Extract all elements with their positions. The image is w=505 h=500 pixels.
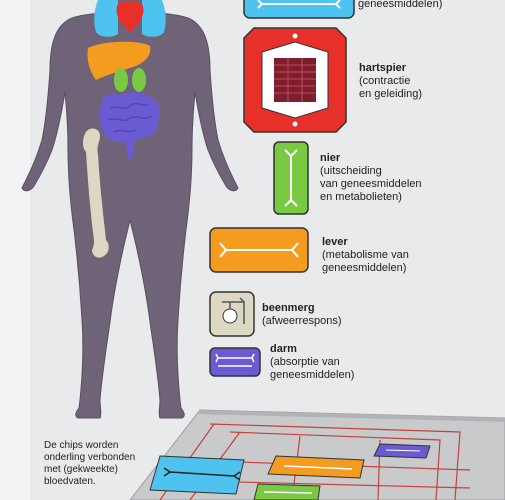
rectum-organ	[126, 140, 134, 159]
heart-chip	[243, 27, 347, 133]
connection-note-line-1: De chips worden	[44, 440, 119, 451]
platform-gut-chip	[373, 443, 431, 459]
platform-gut-chip-channel	[385, 449, 421, 452]
gut-chip-label: darm (absorptie van geneesmiddelen)	[270, 343, 354, 382]
liver-chip-desc-1: (metabolisme van	[322, 249, 409, 261]
kidney-chip-channel	[284, 149, 298, 207]
bone-marrow-chip-name: beenmerg	[262, 302, 315, 314]
connection-note-line-4: bloedvaten.	[44, 476, 96, 487]
platform-liver-chip-channel	[283, 465, 353, 470]
platform-lung-chip-channel	[163, 467, 241, 481]
platform-kidney-chip-channel	[263, 491, 313, 494]
gut-chip-body	[209, 347, 261, 377]
body-silhouette	[21, 11, 239, 419]
kidney-chip	[273, 141, 309, 215]
kidney-right-organ	[132, 68, 146, 92]
lung-chip	[243, 0, 355, 19]
background-left-strip	[0, 0, 30, 500]
bone-marrow-chip	[209, 291, 255, 337]
lung-chip-label: geneesmiddelen)	[358, 0, 442, 11]
kidney-left-organ	[114, 68, 128, 92]
kidney-chip-name: nier	[320, 152, 341, 164]
heart-chip-port-top	[292, 33, 298, 39]
heart-chip-tissue-lines	[274, 58, 316, 102]
bone-marrow-chip-well	[222, 308, 238, 324]
liver-chip	[209, 227, 309, 273]
heart-chip-port-bottom	[292, 121, 298, 127]
lung-chip-desc: geneesmiddelen)	[358, 0, 443, 10]
liver-chip-channel	[219, 242, 299, 258]
platform-lung-chip	[149, 455, 245, 495]
kidney-chip-desc-2: van geneesmiddelen	[320, 178, 422, 190]
heart-chip-desc-1: (contractie	[359, 75, 411, 87]
kidney-chip-desc-1: (uitscheiding	[320, 165, 382, 177]
gut-chip-desc-2: geneesmiddelen)	[270, 369, 355, 381]
connection-note-line-2: onderling verbonden	[44, 452, 136, 463]
platform-edge	[198, 410, 505, 422]
heart-chip-desc-2: en geleiding)	[359, 88, 422, 100]
bone-marrow-chip-desc-1: (afweerrespons)	[262, 315, 342, 327]
chip-platform	[129, 409, 505, 500]
gut-chip-channel	[215, 353, 255, 367]
kidney-chip-desc-3: en metabolieten)	[320, 191, 402, 203]
connection-note-line-3: met (gekweekte)	[44, 464, 118, 475]
kidney-chip-label: nier (uitscheiding van geneesmiddelen en…	[320, 152, 422, 204]
liver-organ	[87, 41, 151, 80]
gut-chip	[209, 347, 261, 377]
connection-note: De chips worden onderling verbonden met …	[44, 440, 154, 488]
human-body-figure	[21, 0, 239, 419]
gut-chip-desc-1: (absorptie van	[270, 356, 340, 368]
liver-chip-label: lever (metabolisme van geneesmiddelen)	[322, 236, 409, 275]
bone-marrow-chip-label: beenmerg (afweerrespons)	[262, 302, 341, 328]
lung-chip-channel	[257, 0, 341, 9]
heart-chip-name: hartspier	[359, 62, 407, 74]
bone-marrow-chip-channel	[222, 297, 245, 324]
femur-bone	[83, 128, 109, 258]
lung-right-organ	[142, 0, 166, 37]
liver-chip-desc-2: geneesmiddelen)	[322, 262, 407, 274]
heart-organ	[116, 1, 144, 32]
lung-left-organ	[94, 0, 118, 37]
heart-chip-label: hartspier (contractie en geleiding)	[359, 62, 422, 101]
intestine-coils	[107, 102, 153, 133]
gut-chip-name: darm	[270, 343, 297, 355]
liver-chip-name: lever	[322, 236, 348, 248]
